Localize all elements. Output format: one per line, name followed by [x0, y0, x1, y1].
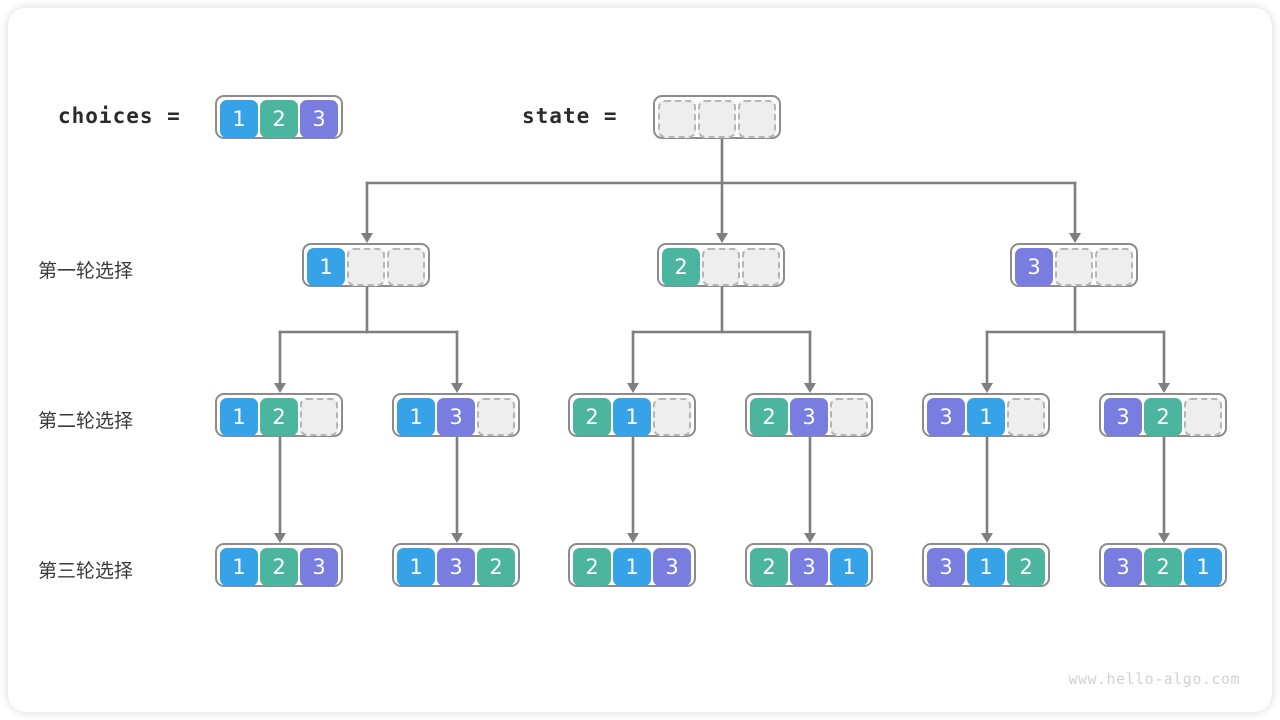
array-cell-empty: [387, 248, 425, 286]
row-label-level-3: 第三轮选择: [38, 560, 134, 582]
array-cell-value: 1: [220, 398, 258, 436]
array-cell-value: 2: [662, 248, 700, 286]
array-cell-value: 1: [220, 100, 258, 138]
state-array-level-1: 3: [1010, 243, 1138, 287]
array-cell-value: 3: [437, 548, 475, 586]
array-cell-value: 2: [477, 548, 515, 586]
array-cell-value: 3: [1015, 248, 1053, 286]
row-label-level-1: 第一轮选择: [38, 260, 134, 282]
array-cell-value: 3: [790, 548, 828, 586]
array-cell-value: 3: [927, 548, 965, 586]
array-cell-value: 1: [397, 548, 435, 586]
state-array-level-1: 1: [302, 243, 430, 287]
state-array: [653, 95, 781, 139]
array-cell-empty: [658, 100, 696, 138]
array-cell-empty: [742, 248, 780, 286]
array-cell-empty: [1007, 398, 1045, 436]
array-cell-empty: [830, 398, 868, 436]
array-cell-value: 3: [1104, 398, 1142, 436]
array-cell-value: 3: [300, 548, 338, 586]
array-cell-value: 2: [260, 398, 298, 436]
array-cell-value: 1: [1184, 548, 1222, 586]
array-cell-empty: [1095, 248, 1133, 286]
array-cell-value: 2: [573, 398, 611, 436]
array-cell-empty: [300, 398, 338, 436]
array-cell-empty: [702, 248, 740, 286]
state-array-level-1: 2: [657, 243, 785, 287]
array-cell-value: 2: [1144, 398, 1182, 436]
array-cell-empty: [1184, 398, 1222, 436]
array-cell-value: 3: [790, 398, 828, 436]
array-cell-empty: [738, 100, 776, 138]
array-cell-value: 1: [830, 548, 868, 586]
array-cell-value: 2: [260, 548, 298, 586]
state-label: state =: [522, 104, 618, 128]
array-cell-value: 3: [437, 398, 475, 436]
array-cell-value: 1: [397, 398, 435, 436]
array-cell-empty: [477, 398, 515, 436]
choices-label: choices =: [58, 104, 181, 128]
array-cell-value: 1: [613, 398, 651, 436]
array-cell-empty: [653, 398, 691, 436]
array-cell-value: 2: [1007, 548, 1045, 586]
array-cell-value: 2: [750, 548, 788, 586]
edge-layer: [274, 137, 1170, 543]
array-cell-empty: [347, 248, 385, 286]
array-cell-value: 1: [967, 548, 1005, 586]
row-label-level-2: 第二轮选择: [38, 410, 134, 432]
array-cell-empty: [1055, 248, 1093, 286]
array-cell-value: 2: [260, 100, 298, 138]
array-cell-value: 1: [220, 548, 258, 586]
array-cell-value: 3: [300, 100, 338, 138]
array-cell-value: 2: [1144, 548, 1182, 586]
array-cell-value: 1: [613, 548, 651, 586]
array-cell-value: 3: [927, 398, 965, 436]
array-cell-value: 2: [573, 548, 611, 586]
array-cell-value: 3: [653, 548, 691, 586]
array-cell-value: 1: [967, 398, 1005, 436]
array-cell-value: 2: [750, 398, 788, 436]
watermark: www.hello-algo.com: [1068, 670, 1240, 688]
array-cell-empty: [698, 100, 736, 138]
array-cell-value: 1: [307, 248, 345, 286]
array-cell-value: 3: [1104, 548, 1142, 586]
